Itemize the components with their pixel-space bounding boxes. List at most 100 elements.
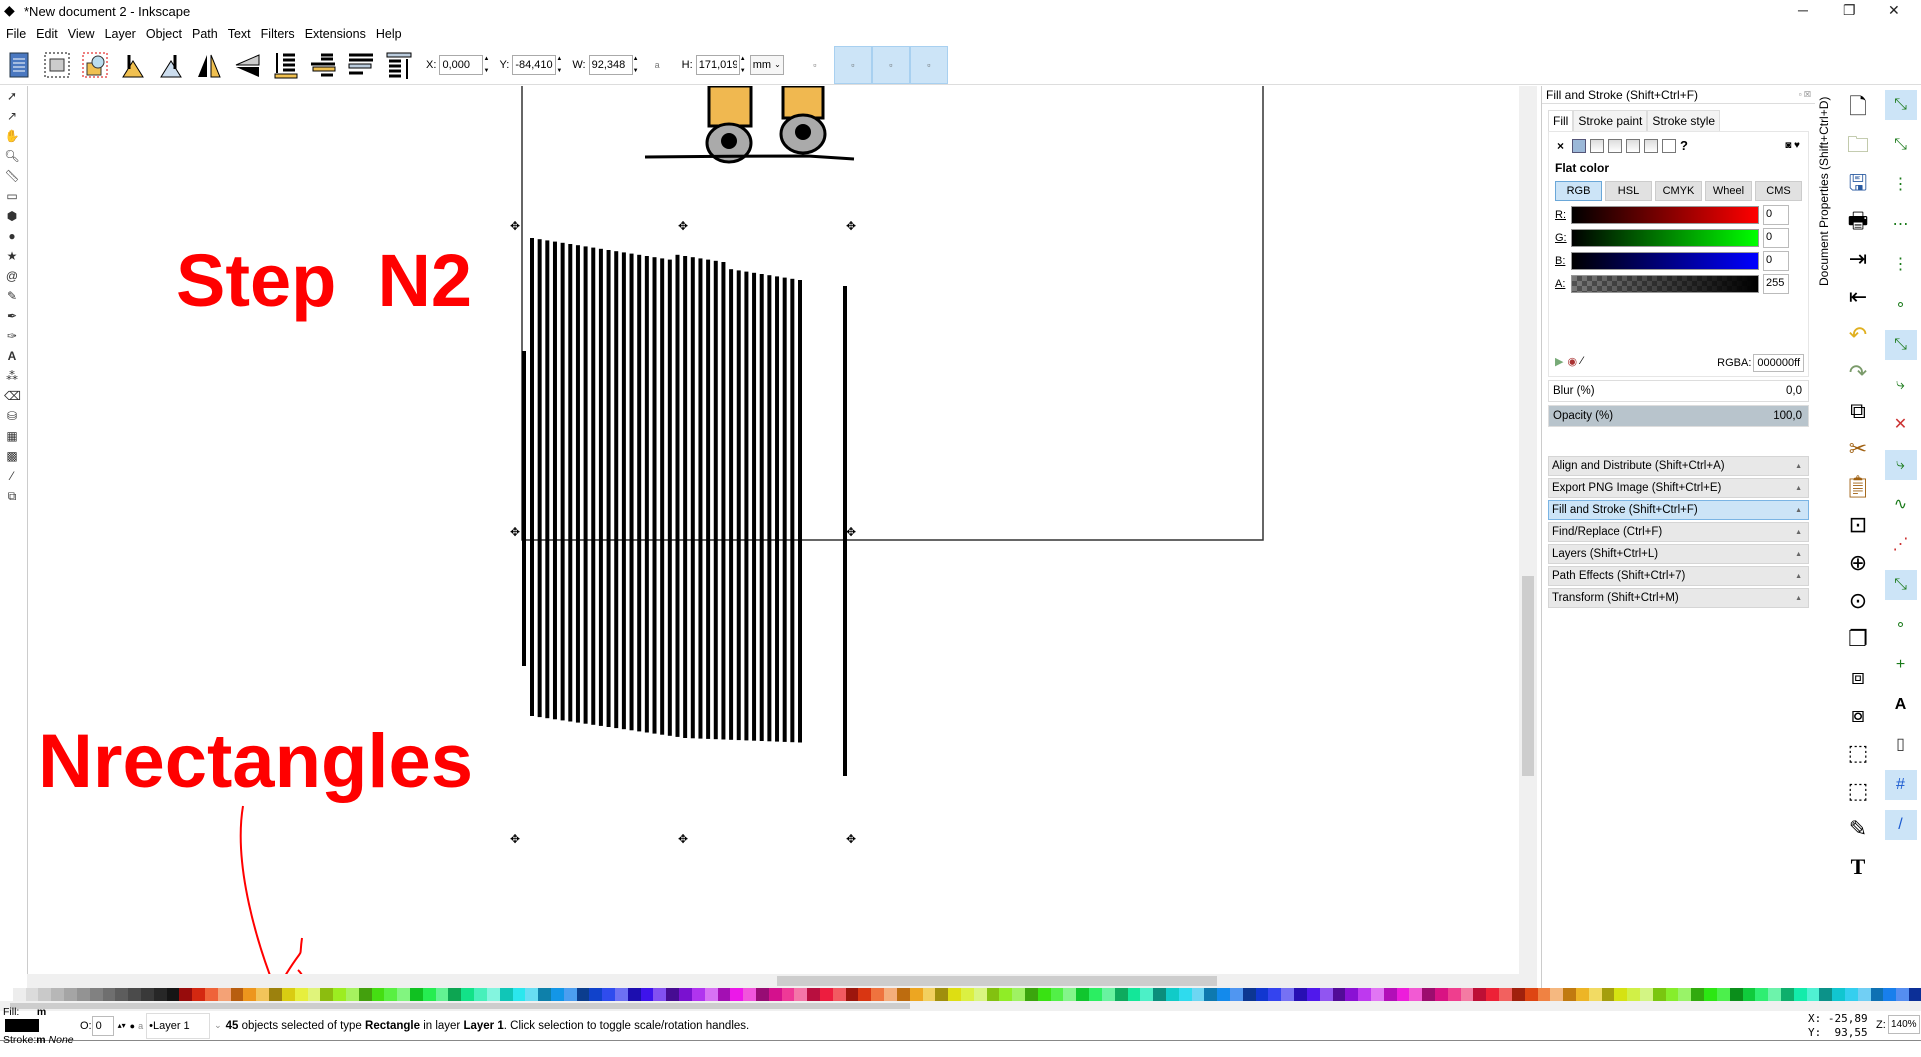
palette-swatch[interactable] bbox=[1563, 988, 1576, 1001]
flip-vertical-icon[interactable] bbox=[232, 50, 262, 80]
palette-swatch[interactable] bbox=[525, 988, 539, 1001]
palette-swatch[interactable] bbox=[179, 988, 193, 1001]
palette-swatch[interactable] bbox=[307, 988, 321, 1001]
palette-swatch[interactable] bbox=[1499, 988, 1512, 1001]
h-input[interactable] bbox=[695, 54, 740, 75]
vertical-scroll-thumb[interactable] bbox=[1522, 576, 1534, 776]
snap-bbox-edges-icon[interactable]: ⋮ bbox=[1892, 176, 1909, 193]
palette-swatch[interactable] bbox=[999, 988, 1013, 1001]
palette-swatch[interactable] bbox=[345, 988, 359, 1001]
snap-smooth-icon[interactable]: ∿ bbox=[1893, 496, 1908, 513]
palette-swatch[interactable] bbox=[1729, 988, 1743, 1001]
ellipse-tool-icon[interactable]: ● bbox=[8, 229, 16, 243]
palette-swatch[interactable] bbox=[410, 988, 423, 1001]
palette-swatch[interactable] bbox=[1832, 988, 1845, 1001]
palette-swatch[interactable] bbox=[845, 988, 859, 1001]
palette-swatch[interactable] bbox=[1025, 988, 1038, 1001]
palette-swatch[interactable] bbox=[1806, 988, 1820, 1001]
palette-swatch[interactable] bbox=[1435, 988, 1448, 1001]
palette-swatch[interactable] bbox=[448, 988, 462, 1001]
menu-view[interactable]: View bbox=[67, 27, 95, 41]
palette-swatch[interactable] bbox=[1370, 988, 1384, 1001]
calligraphy-tool-icon[interactable]: ✑ bbox=[6, 329, 18, 343]
palette-swatch[interactable] bbox=[576, 988, 590, 1001]
scale-corners-toggle[interactable]: ▫ bbox=[833, 45, 872, 84]
move-gradients-toggle[interactable]: ▫ bbox=[871, 45, 910, 84]
copy-icon[interactable]: ⧉ bbox=[1850, 398, 1866, 423]
rgba-input[interactable]: 000000ff bbox=[1753, 354, 1804, 372]
menu-file[interactable]: File bbox=[6, 27, 27, 41]
palette-swatch[interactable] bbox=[1217, 988, 1230, 1001]
rotate-cw-icon[interactable] bbox=[156, 50, 186, 80]
palette-swatch[interactable] bbox=[1230, 988, 1243, 1001]
text-tool-icon[interactable]: A bbox=[7, 349, 17, 363]
palette-swatch[interactable] bbox=[1460, 988, 1474, 1001]
palette-swatch[interactable] bbox=[1909, 988, 1921, 1001]
palette-swatch[interactable] bbox=[1473, 988, 1487, 1001]
palette-swatch[interactable] bbox=[1037, 988, 1051, 1001]
radial-gradient-button[interactable] bbox=[1608, 138, 1623, 153]
palette-swatch[interactable] bbox=[1755, 988, 1769, 1001]
mesh-tool-icon[interactable]: ▩ bbox=[6, 449, 18, 463]
palette-swatch[interactable] bbox=[115, 988, 129, 1001]
menu-layer[interactable]: Layer bbox=[104, 27, 136, 41]
palette-swatch[interactable] bbox=[615, 988, 628, 1001]
palette-swatch[interactable] bbox=[217, 988, 231, 1001]
flat-color-button[interactable] bbox=[1572, 138, 1587, 153]
palette-swatch[interactable] bbox=[602, 988, 615, 1001]
palette-swatch[interactable] bbox=[1819, 988, 1833, 1001]
3d-box-tool-icon[interactable]: ⬢ bbox=[6, 209, 18, 223]
palette-swatch[interactable] bbox=[371, 988, 385, 1001]
unit-select[interactable]: mm ⌄ bbox=[749, 54, 784, 75]
w-input[interactable] bbox=[588, 54, 633, 75]
palette-swatch[interactable] bbox=[1345, 988, 1359, 1001]
dock-item-find[interactable]: Find/Replace (Ctrl+F)▲ bbox=[1548, 522, 1809, 542]
horizontal-scrollbar[interactable] bbox=[27, 974, 1537, 988]
palette-swatch[interactable] bbox=[1422, 988, 1435, 1001]
palette-swatch[interactable] bbox=[166, 988, 180, 1001]
palette-swatch[interactable] bbox=[1627, 988, 1640, 1001]
w-spinner[interactable]: ▲▼ bbox=[632, 55, 639, 74]
minimize-button[interactable]: ─ bbox=[1798, 2, 1808, 18]
snap-grids-icon[interactable]: # bbox=[1884, 770, 1917, 800]
snap-cusp-icon[interactable]: ⤷ bbox=[1884, 450, 1917, 480]
snap-object-centers-icon[interactable]: ∘ bbox=[1895, 616, 1906, 633]
pen-tool-icon[interactable]: ✒ bbox=[6, 309, 18, 323]
palette-swatch[interactable] bbox=[986, 988, 1000, 1001]
green-value[interactable]: 0 bbox=[1763, 228, 1789, 248]
palette-swatch[interactable] bbox=[1678, 988, 1692, 1001]
palette-swatch[interactable] bbox=[1165, 988, 1179, 1001]
dock-item-transform[interactable]: Transform (Shift+Ctrl+M)▲ bbox=[1548, 588, 1809, 608]
snap-nodes-icon[interactable]: ⤡ bbox=[1884, 330, 1917, 360]
pattern-button[interactable] bbox=[1644, 138, 1659, 153]
palette-swatch[interactable] bbox=[679, 988, 692, 1001]
palette-swatch[interactable] bbox=[832, 988, 846, 1001]
save-icon[interactable]: 🖫 bbox=[1848, 170, 1868, 195]
ungroup-icon[interactable]: ⬚ bbox=[1847, 778, 1869, 803]
palette-swatch[interactable] bbox=[333, 988, 346, 1001]
spiral-tool-icon[interactable]: @ bbox=[5, 269, 19, 283]
snap-bbox-corners-icon[interactable]: ⋯ bbox=[1892, 216, 1909, 233]
gradient-tool-icon[interactable]: ▦ bbox=[6, 429, 18, 443]
horizontal-scroll-thumb[interactable] bbox=[777, 976, 1217, 986]
palette-swatch[interactable] bbox=[1409, 988, 1423, 1001]
alpha-value[interactable]: 255 bbox=[1763, 274, 1789, 294]
mode-rgb[interactable]: RGB bbox=[1555, 181, 1602, 201]
text-font-icon[interactable]: T bbox=[1850, 854, 1866, 879]
palette-swatch[interactable] bbox=[1793, 988, 1807, 1001]
palette-swatch[interactable] bbox=[807, 988, 820, 1001]
fill-stroke-indicator[interactable]: Fill: m Stroke:m None bbox=[0, 1005, 80, 1047]
flip-horizontal-icon[interactable] bbox=[194, 50, 224, 80]
palette-swatch[interactable] bbox=[243, 988, 257, 1001]
opacity-field[interactable]: Opacity (%)100,0 bbox=[1548, 405, 1809, 427]
palette-swatch[interactable] bbox=[320, 988, 334, 1001]
clone-icon[interactable]: ⧈ bbox=[1851, 664, 1865, 689]
palette-swatch[interactable] bbox=[1537, 988, 1551, 1001]
palette-swatch[interactable] bbox=[1140, 988, 1154, 1001]
blur-field[interactable]: Blur (%)0,0 bbox=[1548, 380, 1809, 402]
mode-wheel[interactable]: Wheel bbox=[1705, 181, 1752, 201]
raise-icon[interactable] bbox=[346, 50, 376, 80]
snap-bbox-icon[interactable]: ⤡ bbox=[1894, 136, 1907, 153]
palette-swatch[interactable] bbox=[1178, 988, 1192, 1001]
zoom-input[interactable]: 140% bbox=[1888, 1015, 1920, 1034]
